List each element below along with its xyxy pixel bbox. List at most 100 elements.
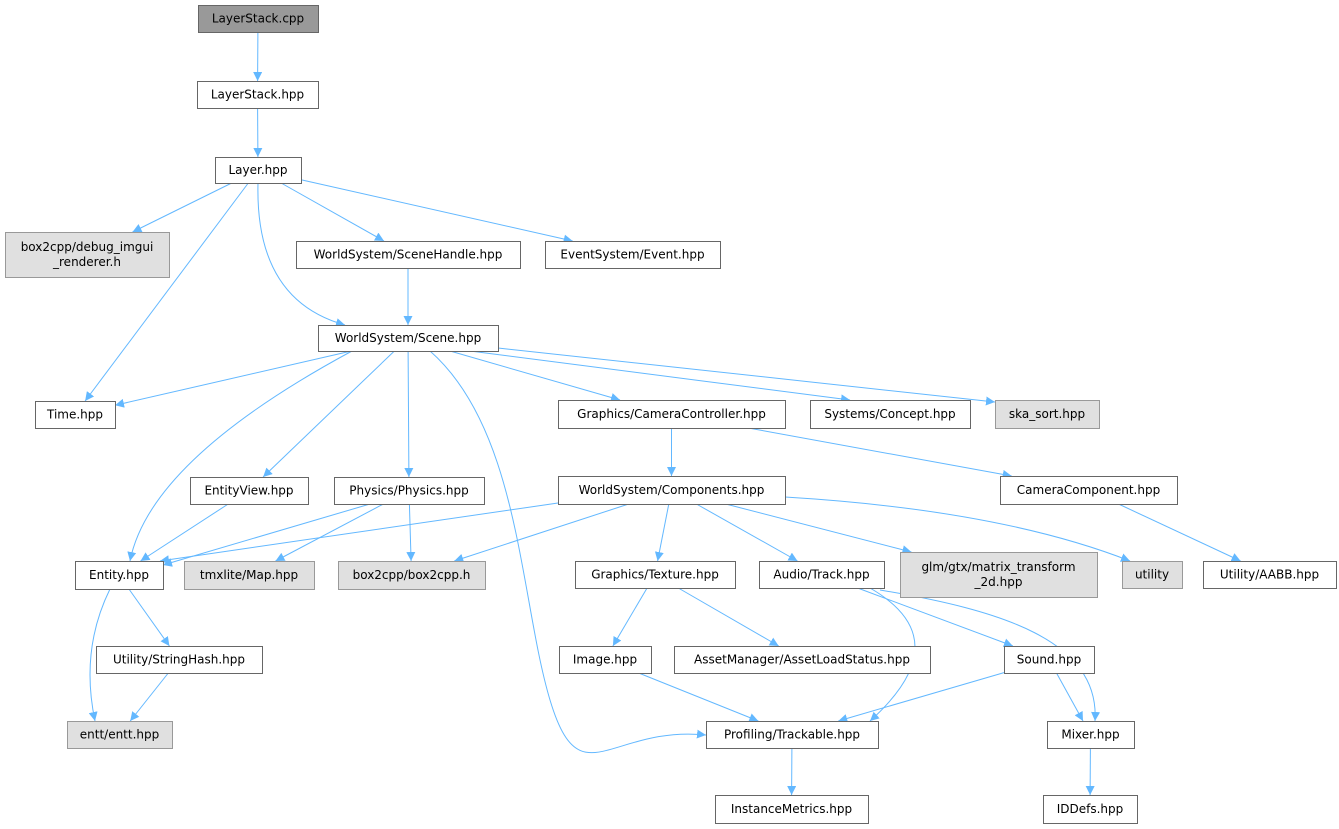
node-sound[interactable]: Sound.hpp	[1004, 646, 1095, 674]
node-label: utility	[1135, 568, 1169, 582]
node-label: CameraComponent.hpp	[1017, 483, 1160, 497]
node-box[interactable]	[559, 646, 652, 674]
node-label: Physics/Physics.hpp	[349, 484, 468, 498]
node-time[interactable]: Time.hpp	[35, 401, 116, 429]
node-label: IDDefs.hpp	[1057, 802, 1124, 816]
edge-layer_hpp-to-event	[300, 179, 573, 244]
node-label: _2d.hpp	[974, 575, 1023, 589]
edge-stringhash-to-entt	[129, 672, 169, 722]
edge-image-to-trackable	[638, 672, 759, 722]
node-box[interactable]	[715, 795, 869, 824]
edge-components-to-track	[696, 503, 798, 562]
node-box[interactable]	[215, 157, 302, 184]
node-scene[interactable]: WorldSystem/Scene.hpp	[318, 325, 499, 352]
node-assetloadstatus[interactable]: AssetManager/AssetLoadStatus.hpp	[674, 646, 931, 674]
edge-components-to-box2cpp	[454, 503, 629, 563]
node-layerstack_hpp[interactable]: LayerStack.hpp	[197, 81, 319, 109]
node-event[interactable]: EventSystem/Event.hpp	[545, 241, 721, 269]
node-aabb[interactable]: Utility/AABB.hpp	[1203, 561, 1337, 589]
node-box[interactable]	[1203, 561, 1337, 589]
node-label: Graphics/Texture.hpp	[591, 568, 719, 582]
node-label: LayerStack.hpp	[211, 88, 304, 102]
edge-layer_hpp-to-debug_imgui	[132, 182, 232, 233]
edge-scene-to-concept	[469, 350, 851, 404]
node-trackable[interactable]: Profiling/Trackable.hpp	[706, 721, 879, 749]
node-label: WorldSystem/Scene.hpp	[335, 331, 481, 345]
edge-physics-to-tmxmap	[275, 503, 384, 562]
node-label: _renderer.h	[52, 255, 121, 269]
edge-layer_hpp-to-scenehandle	[280, 182, 385, 242]
node-cameracontroller[interactable]: Graphics/CameraController.hpp	[558, 400, 786, 429]
node-utility[interactable]: utility	[1122, 561, 1183, 589]
node-box[interactable]	[75, 561, 164, 590]
node-box[interactable]	[197, 81, 319, 109]
node-box[interactable]	[1043, 795, 1138, 824]
edge-scene-to-time	[114, 350, 352, 408]
node-debug_imgui[interactable]: box2cpp/debug_imgui_renderer.h	[5, 232, 170, 278]
edge-entity-to-stringhash	[128, 588, 170, 647]
node-cameracomponent[interactable]: CameraComponent.hpp	[1000, 476, 1178, 505]
edge-cameracontroller-to-cameracomponent	[748, 427, 1012, 479]
node-tmxmap[interactable]: tmxlite/Map.hpp	[184, 561, 315, 590]
node-box[interactable]	[900, 552, 1098, 598]
node-texture[interactable]: Graphics/Texture.hpp	[575, 561, 736, 589]
edge-scene-to-entityview	[262, 350, 395, 478]
node-glm[interactable]: glm/gtx/matrix_transform_2d.hpp	[900, 552, 1098, 598]
node-scenehandle[interactable]: WorldSystem/SceneHandle.hpp	[296, 241, 521, 269]
node-box[interactable]	[334, 477, 485, 505]
node-box[interactable]	[558, 476, 786, 505]
node-box[interactable]	[995, 400, 1100, 429]
edge-track-to-sound	[857, 587, 1014, 648]
node-track[interactable]: Audio/Track.hpp	[759, 561, 885, 589]
edge-components-to-texture	[654, 503, 670, 562]
node-physics[interactable]: Physics/Physics.hpp	[334, 477, 485, 505]
node-entt[interactable]: entt/entt.hpp	[67, 721, 173, 749]
node-box[interactable]	[706, 721, 879, 749]
node-box[interactable]	[1047, 721, 1135, 749]
node-label: box2cpp/box2cpp.h	[353, 568, 471, 582]
node-components[interactable]: WorldSystem/Components.hpp	[558, 476, 786, 505]
node-box[interactable]	[545, 241, 721, 269]
node-box[interactable]	[338, 561, 486, 590]
edge-entityview-to-entity	[140, 503, 229, 562]
node-box[interactable]	[674, 646, 931, 674]
node-box[interactable]	[67, 721, 173, 749]
node-box[interactable]	[1122, 561, 1183, 589]
node-box[interactable]	[96, 646, 263, 674]
node-box[interactable]	[1000, 476, 1178, 505]
node-concept[interactable]: Systems/Concept.hpp	[810, 400, 971, 429]
node-box[interactable]	[558, 400, 786, 429]
node-instancemetrics[interactable]: InstanceMetrics.hpp	[715, 795, 869, 824]
node-box[interactable]	[296, 241, 521, 269]
node-layer_hpp[interactable]: Layer.hpp	[215, 157, 302, 184]
node-image[interactable]: Image.hpp	[559, 646, 652, 674]
node-box[interactable]	[184, 561, 315, 590]
node-box[interactable]	[198, 5, 319, 33]
node-stringhash[interactable]: Utility/StringHash.hpp	[96, 646, 263, 674]
node-entity[interactable]: Entity.hpp	[75, 561, 164, 590]
edge-scene-to-cameracontroller	[449, 350, 621, 402]
node-entityview[interactable]: EntityView.hpp	[190, 477, 309, 505]
edge-layer_hpp-to-time	[84, 182, 249, 402]
node-box[interactable]	[810, 400, 971, 429]
node-box[interactable]	[35, 401, 116, 429]
node-iddefs[interactable]: IDDefs.hpp	[1043, 795, 1138, 824]
node-box[interactable]	[1004, 646, 1095, 674]
node-box[interactable]	[759, 561, 885, 589]
node-box[interactable]	[575, 561, 736, 589]
node-box[interactable]	[5, 232, 170, 278]
node-box2cpp[interactable]: box2cpp/box2cpp.h	[338, 561, 486, 590]
node-label: Mixer.hpp	[1061, 728, 1119, 742]
node-mixer[interactable]: Mixer.hpp	[1047, 721, 1135, 749]
node-box[interactable]	[190, 477, 309, 505]
node-box[interactable]	[318, 325, 499, 352]
node-ska_sort[interactable]: ska_sort.hpp	[995, 400, 1100, 429]
node-label: Profiling/Trackable.hpp	[724, 728, 860, 742]
edge-components-to-glm	[725, 503, 912, 555]
node-label: Layer.hpp	[228, 163, 287, 177]
node-label: Utility/StringHash.hpp	[113, 653, 245, 667]
edge-texture-to-image	[612, 587, 648, 647]
node-label: Time.hpp	[46, 408, 103, 422]
node-layerstack_cpp[interactable]: LayerStack.cpp	[198, 5, 319, 33]
